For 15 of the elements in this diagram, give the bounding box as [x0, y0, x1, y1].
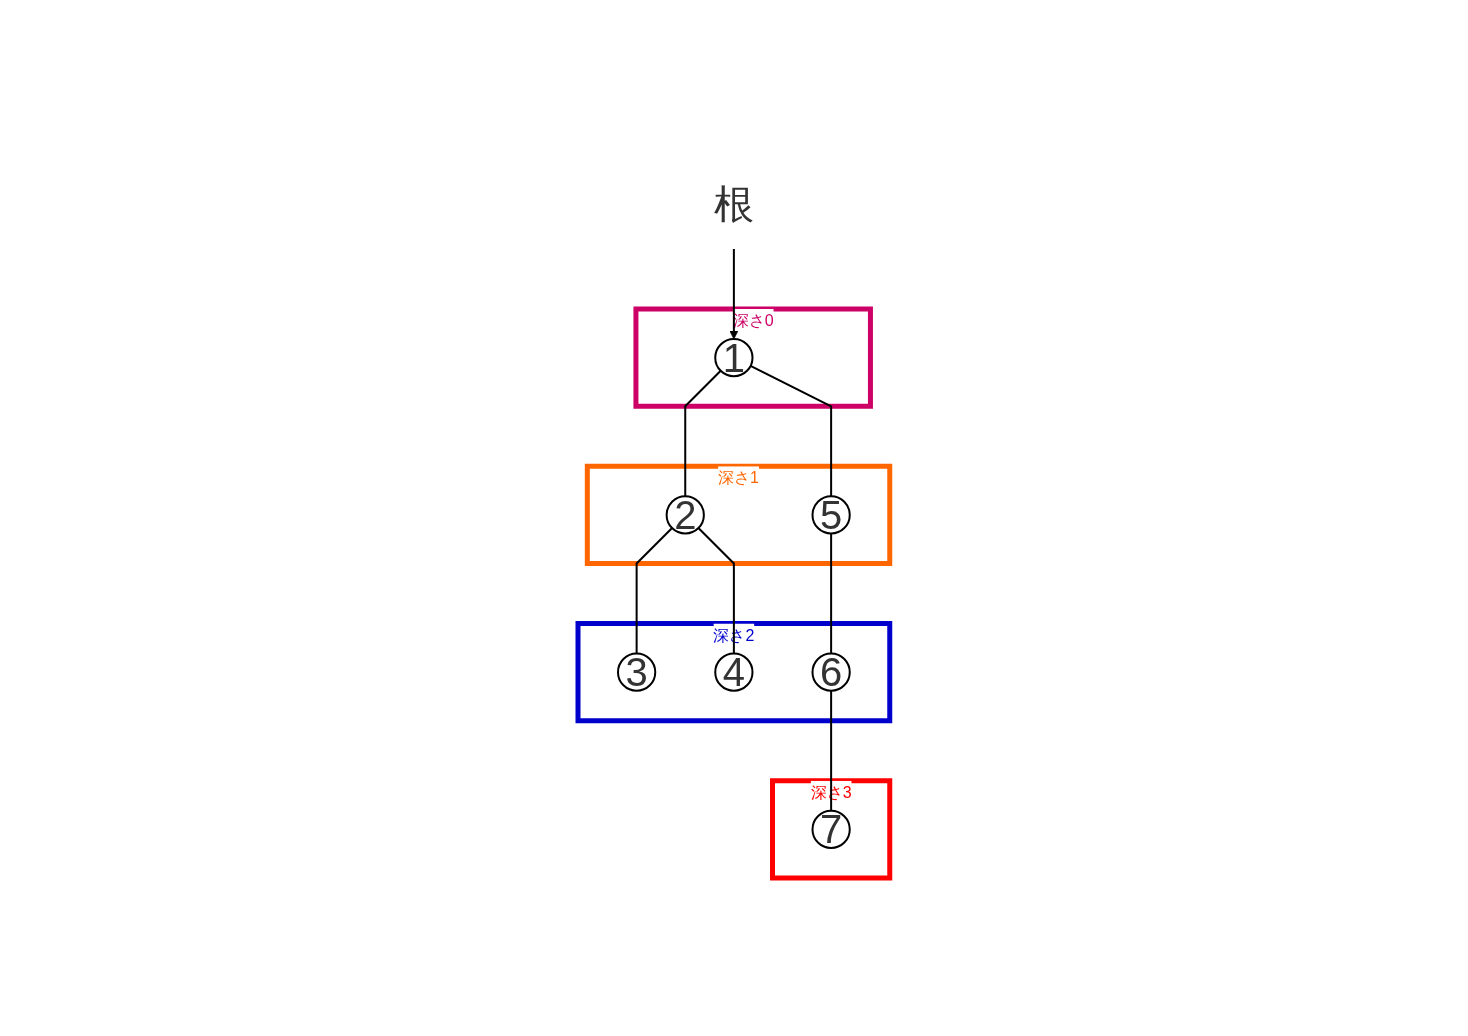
node-circle: 4: [714, 652, 754, 692]
node-circle: 7: [811, 809, 851, 849]
connector: [635, 526, 674, 654]
connector: [749, 364, 833, 497]
node-circle: 2: [665, 494, 705, 534]
node-text: 根: [714, 181, 754, 226]
arrow: [729, 247, 739, 339]
connector: [830, 532, 833, 654]
connector: [697, 526, 735, 654]
node-circle: 5: [811, 494, 851, 534]
connector: [684, 369, 722, 497]
node-circle: 6: [811, 652, 851, 692]
connector: [830, 689, 833, 812]
node-circle: 3: [617, 652, 657, 692]
node-circle: 1: [714, 337, 754, 377]
